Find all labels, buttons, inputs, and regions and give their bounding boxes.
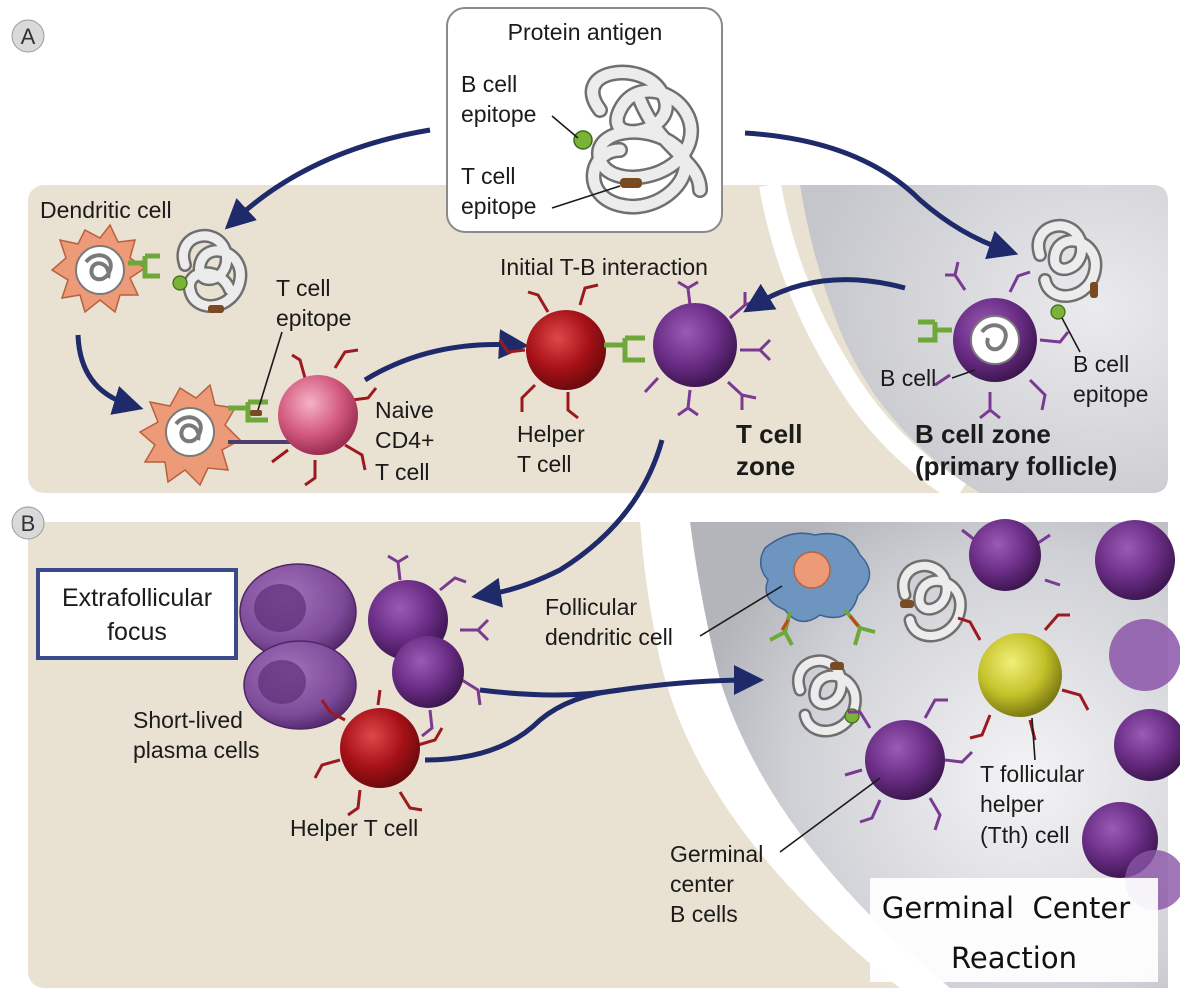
- helper-t-label-1: Helper: [517, 421, 585, 447]
- arrow-b-cell-to-tzone: [743, 277, 906, 313]
- follicle-b-epitope-label-2: epitope: [1073, 381, 1148, 407]
- b-cell-follicle: [918, 261, 1070, 420]
- panel-b-letter: B: [21, 511, 36, 536]
- antigen-b-epitope-label-1: B cell: [461, 71, 517, 97]
- dendritic-cell-top: [50, 223, 160, 314]
- protein-antigen-follicle: [1031, 218, 1103, 320]
- panel-a-marker: A: [11, 19, 45, 53]
- b-cell-a-interaction: [643, 280, 772, 417]
- initial-interaction-label: Initial T-B interaction: [500, 254, 708, 280]
- fdc-label-1: Follicular: [545, 594, 637, 620]
- short-lived-plasma-cells: [239, 563, 357, 730]
- panel-a-t-epitope-label-1: T cell: [276, 275, 331, 301]
- tfh-leader: [1031, 717, 1036, 761]
- antigen-t-epitope-label-2: epitope: [461, 193, 536, 219]
- protein-antigen-box: Protein antigen B cell epitope T cell ep…: [446, 7, 723, 233]
- extrafollicular-label-1: Extrafollicular: [62, 584, 212, 612]
- helper-t-label-2: T cell: [517, 451, 572, 477]
- panel-a-letter: A: [21, 24, 36, 49]
- fdc-leader: [699, 585, 783, 637]
- panel-a-t-epitope-leader: [257, 331, 283, 411]
- arrow-dc-to-presenting: [75, 334, 144, 415]
- antigen-b-epitope-label-2: epitope: [461, 101, 536, 127]
- gc-b-label-2: center: [670, 871, 734, 897]
- panel-b-marker: B: [11, 506, 45, 540]
- panel-a-t-epitope-label-2: epitope: [276, 305, 351, 331]
- germinal-center-reaction-box: Germinal Center Reaction: [870, 878, 1158, 982]
- antigen-t-epitope-label-1: T cell: [461, 163, 516, 189]
- naive-label-2: CD4+: [375, 427, 434, 453]
- tfh-label-2: helper: [980, 791, 1044, 817]
- t-zone-label-1: T cell: [736, 419, 802, 449]
- naive-label-1: Naive: [375, 397, 434, 423]
- follicle-b-epitope-label-1: B cell: [1073, 351, 1129, 377]
- follicle-b-epitope-leader: [1061, 317, 1081, 353]
- gc-reaction-label-2: Reaction: [951, 941, 1077, 975]
- helper-t-cell-a: [498, 283, 606, 420]
- t-follicular-helper-cell: [957, 613, 1090, 741]
- extrafollicular-b-cells: [368, 554, 490, 738]
- antigen-t-epitope-leader: [551, 185, 621, 209]
- helper-t-cell-label: Helper T cell: [290, 815, 418, 841]
- b-zone-label-2: (primary follicle): [915, 451, 1117, 481]
- antigen-b-epitope-leader: [551, 115, 579, 139]
- protein-antigen-gc-1: [896, 559, 967, 643]
- protein-antigen-free: [172, 228, 248, 313]
- dendritic-cell-label: Dendritic cell: [40, 197, 172, 223]
- helper-t-cell-b: [313, 689, 444, 817]
- protein-antigen-title: Protein antigen: [508, 19, 663, 45]
- gc-b-leader: [779, 777, 881, 853]
- arrow-naive-to-helper: [363, 329, 529, 383]
- zone-divider: [759, 183, 966, 503]
- naive-cd4-t-cell: [271, 348, 378, 487]
- extrafollicular-label-box: Extrafollicular focus: [36, 568, 238, 660]
- arrow-to-extrafollicular: [471, 439, 665, 608]
- follicular-dendritic-cell: [759, 532, 876, 646]
- arrow-antigen-to-dendritic: [224, 127, 431, 230]
- tfh-label-3: (Tth) cell: [980, 822, 1069, 848]
- dendritic-cell-presenting: [138, 383, 290, 487]
- protein-antigen-icon: [573, 64, 708, 215]
- tb-receptor-link: [604, 335, 645, 363]
- tfh-label-1: T follicular: [980, 761, 1085, 787]
- gc-b-label-3: B cells: [670, 901, 738, 927]
- extrafollicular-label-2: focus: [107, 618, 167, 646]
- arrow-antigen-to-follicle: [744, 130, 1019, 260]
- short-lived-label-2: plasma cells: [133, 737, 260, 763]
- gc-reaction-label-1: Germinal Center: [882, 891, 1130, 925]
- gc-b-label-1: Germinal: [670, 841, 763, 867]
- b-cell-label: B cell: [880, 365, 936, 391]
- b-cell-leader: [951, 369, 976, 379]
- t-zone-label-2: zone: [736, 451, 795, 481]
- germinal-center-b-cells: [844, 519, 1180, 910]
- b-zone-label-1: B cell zone: [915, 419, 1051, 449]
- fdc-label-2: dendritic cell: [545, 624, 673, 650]
- short-lived-label-1: Short-lived: [133, 707, 243, 733]
- arrow-t-cell-to-gc: [424, 687, 621, 763]
- naive-label-3: T cell: [375, 459, 430, 485]
